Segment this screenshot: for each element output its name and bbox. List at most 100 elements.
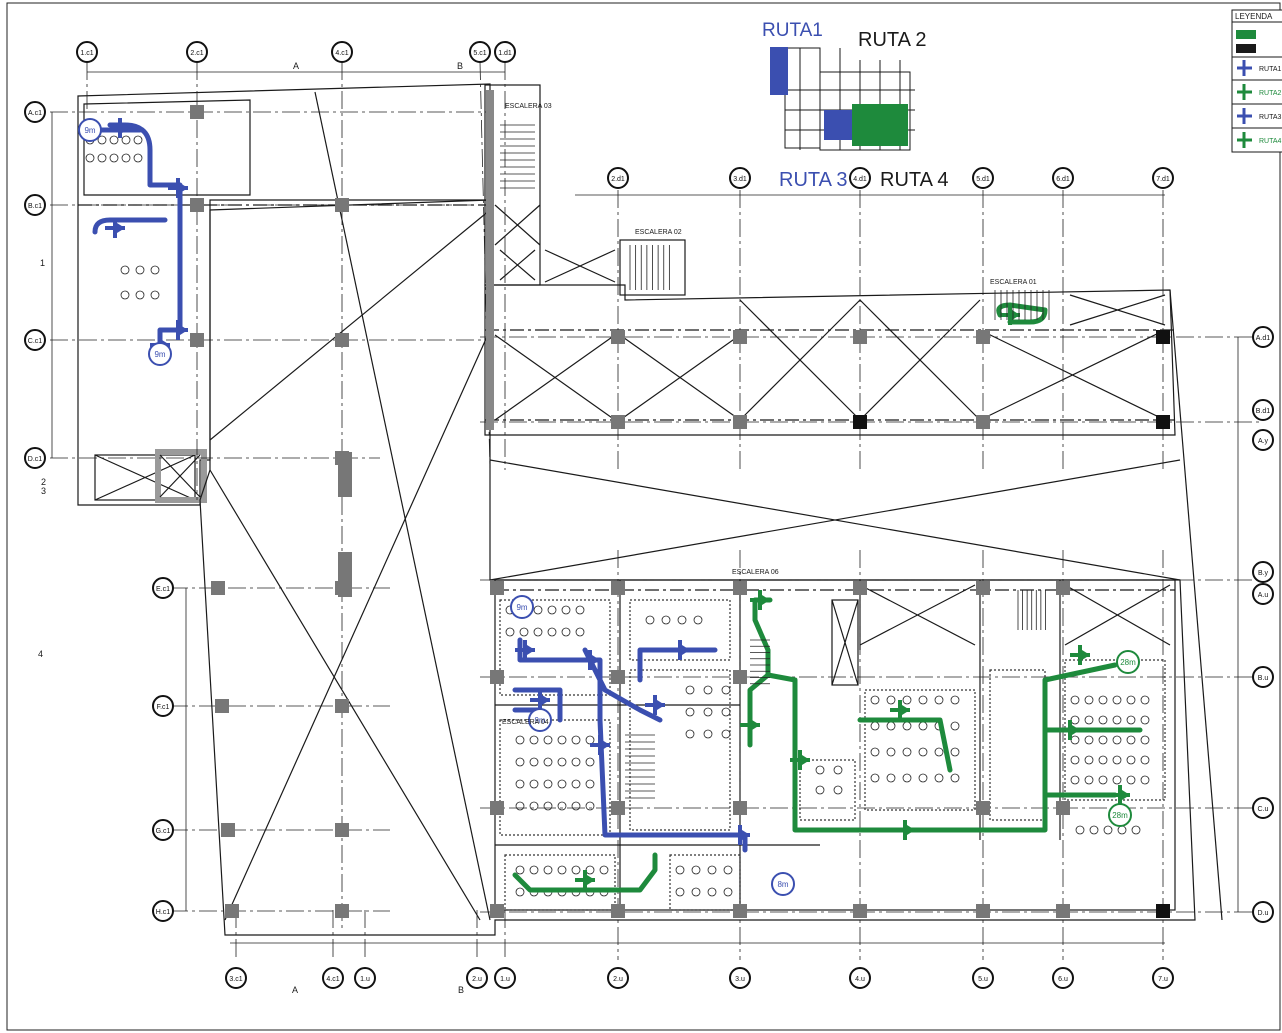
chair [902, 721, 912, 731]
axis-bubble-bottom-3: 2.u [466, 967, 488, 989]
chair [934, 773, 944, 783]
chair [886, 747, 896, 757]
chair [543, 735, 553, 745]
chair [529, 735, 539, 745]
chair [886, 695, 896, 705]
axis-bubble-bottom-7: 4.u [849, 967, 871, 989]
axis-bubble-label: 2.d1 [611, 176, 625, 183]
south-east-block [494, 579, 1176, 911]
key-label-ruta3: RUTA 3 [779, 169, 848, 191]
stair-treads [500, 124, 1050, 799]
chair [133, 135, 143, 145]
axis-bubble-right-6: C.u [1252, 797, 1274, 819]
column [1156, 415, 1170, 429]
stair-label-04: ESCALERA 04 [502, 719, 549, 726]
axis-bubble-right-2: A.y [1252, 429, 1274, 451]
chair [109, 153, 119, 163]
axis-bubble-right-4: A.u [1252, 583, 1274, 605]
column [976, 415, 990, 429]
route-arrow [740, 715, 760, 735]
chair [547, 605, 557, 615]
column [225, 904, 239, 918]
side-mark-2: 2 [41, 477, 46, 487]
chair [571, 757, 581, 767]
chair [833, 765, 843, 775]
sheet-border [6, 2, 1281, 1031]
chair [533, 627, 543, 637]
axis-bubble-label: 5.d1 [976, 176, 990, 183]
axis-bubble-label: B.u [1258, 675, 1269, 682]
stair-label-06: ESCALERA 06 [732, 569, 779, 576]
chair [1084, 735, 1094, 745]
column [335, 198, 349, 212]
furniture [85, 135, 1150, 897]
chair [1070, 735, 1080, 745]
chair [1098, 695, 1108, 705]
axis-bubble-top-2: 4.c1 [331, 41, 353, 63]
axis-bubble-label: 2.u [472, 976, 482, 983]
axis-bubble-label: A.c1 [28, 110, 42, 117]
left-wing [77, 83, 491, 506]
axis-bubble-left-6: G.c1 [152, 819, 174, 841]
column [338, 552, 352, 597]
axis-bubble-mid_top-0: 2.d1 [607, 167, 629, 189]
route-arrow [890, 700, 910, 720]
chair [543, 779, 553, 789]
column [335, 333, 349, 347]
axis-bubble-label: 4.u [855, 976, 865, 983]
west-slab [199, 91, 1223, 936]
chair [1140, 715, 1150, 725]
chair [135, 265, 145, 275]
chair [120, 265, 130, 275]
axis-bubble-label: 2.u [613, 976, 623, 983]
section-mark-b-top: B [457, 61, 463, 71]
axis-bubble-mid_top-1: 3.d1 [729, 167, 751, 189]
chair [1112, 695, 1122, 705]
chair [150, 290, 160, 300]
chair [950, 773, 960, 783]
chair [707, 887, 717, 897]
chair [121, 153, 131, 163]
axis-bubble-label: 1.d1 [498, 50, 512, 57]
meeting-point: 8m [771, 872, 795, 896]
axis-bubble-left-1: B.c1 [24, 194, 46, 216]
chair [557, 801, 567, 811]
chair [691, 887, 701, 897]
legend-row-3: RUTA3 [1237, 108, 1282, 124]
chair [571, 865, 581, 875]
svg-text:28m: 28m [1112, 811, 1128, 820]
axis-bubble-label: 4.c1 [335, 50, 348, 57]
side-mark-3: 3 [41, 486, 46, 496]
chair [133, 153, 143, 163]
columns [190, 90, 1170, 918]
column [190, 105, 204, 119]
route-arrow [110, 118, 130, 138]
meeting-point: 28m [1116, 650, 1140, 674]
svg-text:8m: 8m [777, 880, 788, 889]
axis-bubble-right-7: D.u [1252, 901, 1274, 923]
column [976, 801, 990, 815]
axis-bubble-label: D.u [1258, 910, 1269, 917]
route-arrow [1060, 720, 1080, 740]
chair [685, 685, 695, 695]
chair [1112, 735, 1122, 745]
column [611, 330, 625, 344]
route-arrow [895, 820, 915, 840]
column [733, 415, 747, 429]
chair [1084, 755, 1094, 765]
chair [575, 627, 585, 637]
chair [557, 757, 567, 767]
chair [575, 605, 585, 615]
svg-text:28m: 28m [1120, 658, 1136, 667]
column [490, 801, 504, 815]
section-mark-b-bottom: B [458, 985, 464, 995]
column [611, 904, 625, 918]
chair [1103, 825, 1113, 835]
column [853, 330, 867, 344]
chair [585, 865, 595, 875]
column [490, 904, 504, 918]
column [611, 801, 625, 815]
chair [886, 773, 896, 783]
chair [934, 747, 944, 757]
chair [1131, 825, 1141, 835]
